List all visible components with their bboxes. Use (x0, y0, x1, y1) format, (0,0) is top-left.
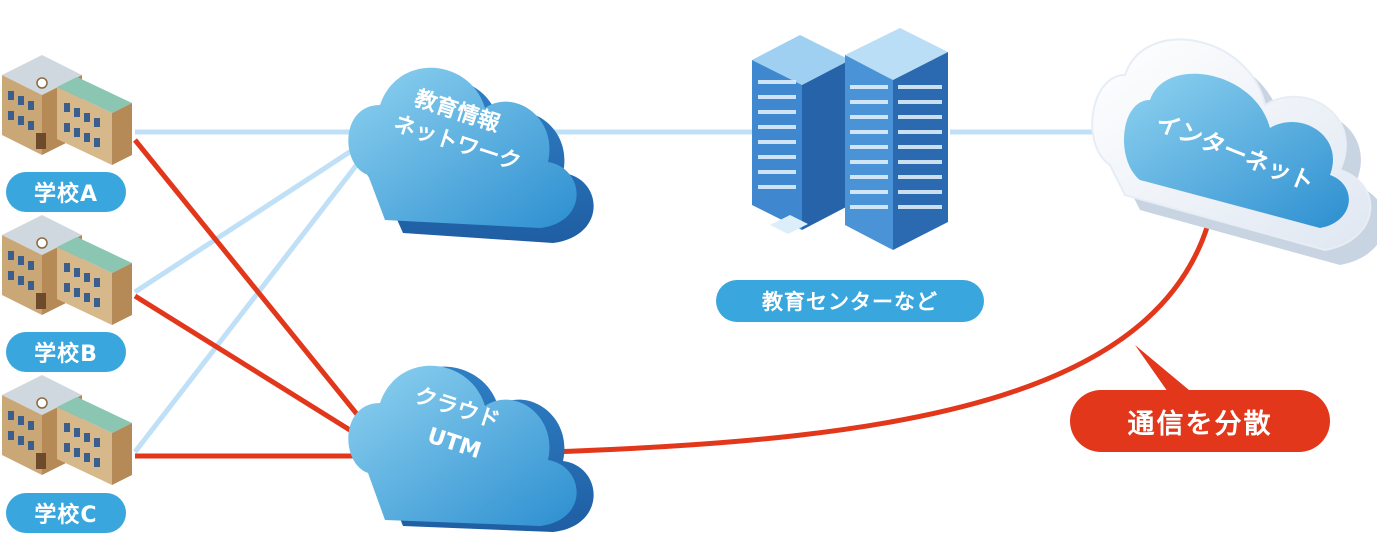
cloud-icon (348, 365, 594, 532)
distribute-label: 通信を分散 (1070, 390, 1330, 452)
school-b-label: 学校B (6, 332, 126, 372)
callout-tail (1135, 345, 1195, 395)
link-schoolC-network (133, 143, 374, 454)
cloud-icon (348, 67, 594, 243)
school-c-label: 学校C (6, 493, 126, 533)
connection-lines (133, 129, 1218, 459)
center-label: 教育センターなど (716, 280, 984, 322)
school-building-icon (1, 54, 133, 166)
red-link-utm-internet (547, 194, 1218, 455)
school-building-icon (1, 374, 133, 486)
school-a-label: 学校A (6, 172, 126, 212)
link-schoolB-network (133, 137, 370, 295)
red-link-schoolB-utm (133, 293, 392, 458)
cloud-icon (1091, 38, 1377, 265)
red-link-schoolA-utm (133, 138, 392, 457)
office-building-icon (752, 28, 948, 250)
school-building-icon (1, 214, 133, 326)
